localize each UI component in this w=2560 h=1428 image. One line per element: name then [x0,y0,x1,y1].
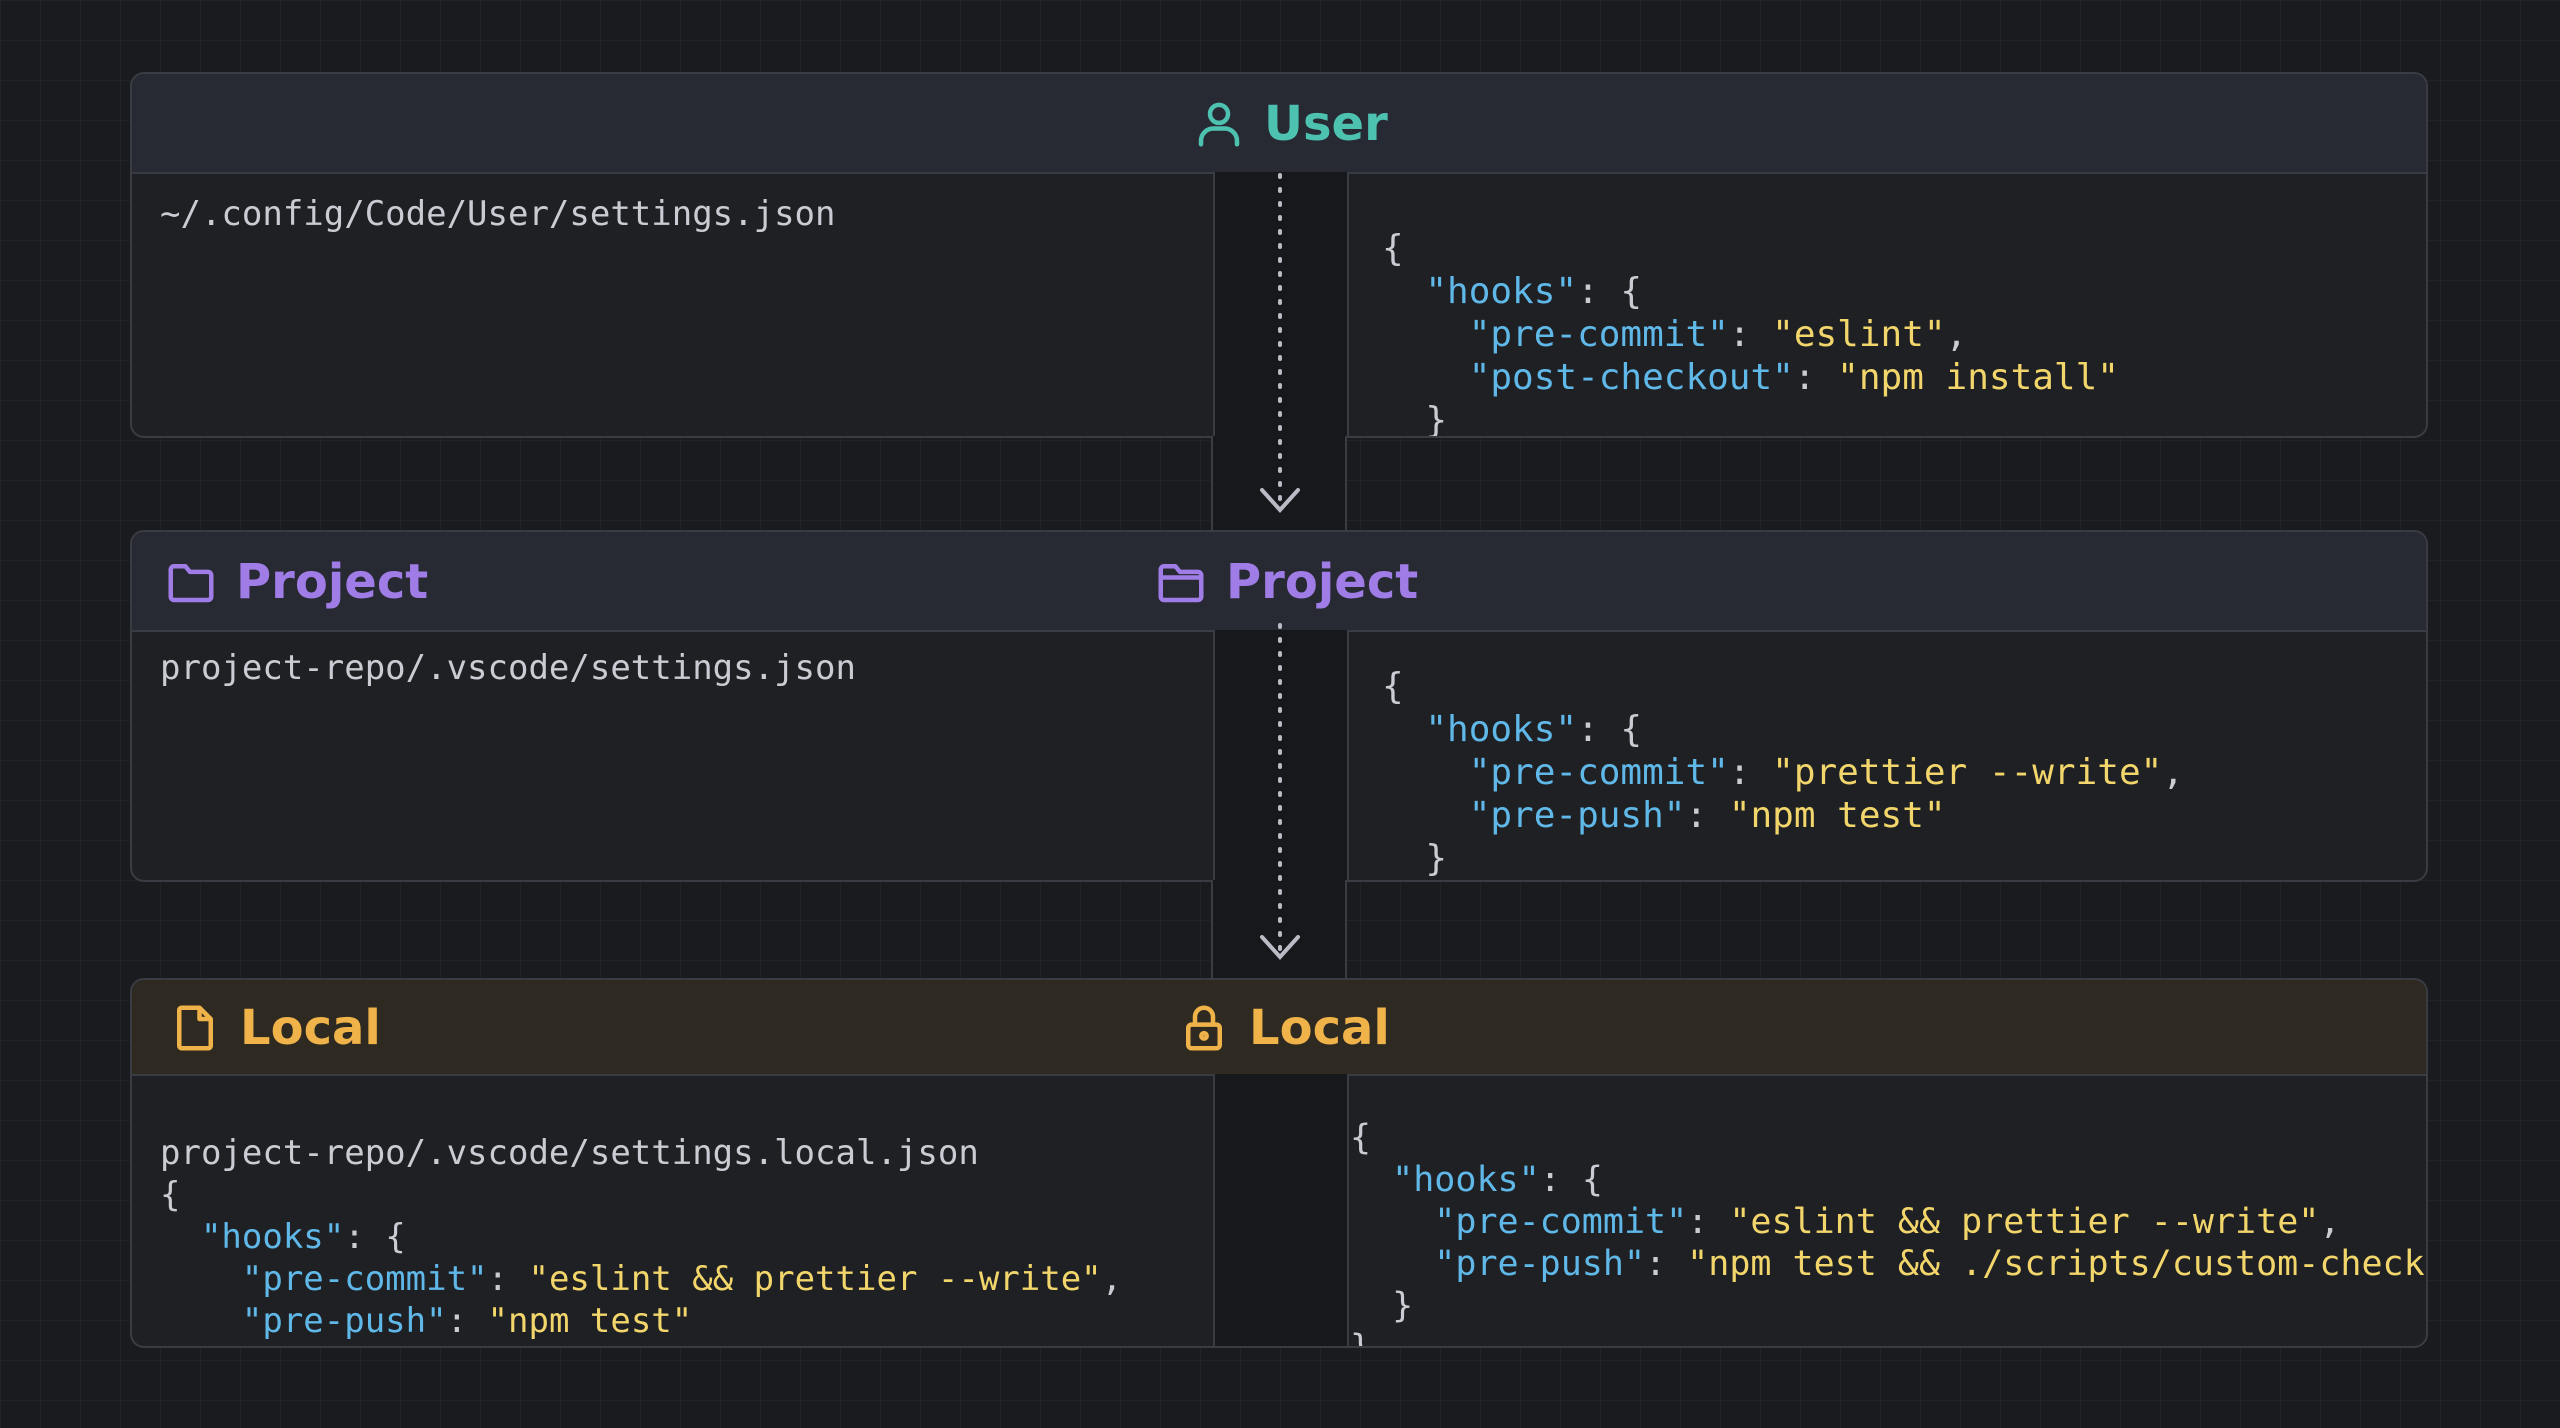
local-layer-header: Local Local [132,980,2426,1076]
local-layer-title-left: Local [168,980,381,1076]
folder-icon [1158,564,1204,603]
project-settings-path: project-repo/.vscode/settings.json [160,648,856,688]
local-layer-title-center: Local [1177,980,1390,1076]
project-layer-panel: Project Project project-repo/.vscode/set… [130,530,2428,882]
local-settings-path: project-repo/.vscode/settings.local.json [160,1133,979,1173]
project-divider-column [1213,630,1349,880]
project-layer-title-center: Project [1154,532,1418,632]
user-layer-title: User [1192,74,1388,174]
merged-settings-json: { "hooks": { "pre-commit": "eslint && pr… [1350,1118,2426,1348]
project-settings-json: { "hooks": { "pre-commit": "prettier --w… [1382,666,2184,879]
user-layer-header: User [132,74,2426,174]
project-layer-header: Project Project [132,532,2426,632]
local-divider-column [1213,1074,1349,1346]
project-layer-title-left: Project [164,532,428,632]
project-local-connector [1211,880,1347,980]
lock-icon [1186,1005,1222,1051]
file-icon [177,1005,213,1051]
local-layer-panel: Local Local project-repo/.vscode/setting… [130,978,2428,1348]
user-settings-json: { "hooks": { "pre-commit": "eslint", "po… [1382,228,2119,438]
user-project-connector [1211,436,1347,532]
user-layer-title-text: User [1264,96,1388,152]
user-layer-panel: User ~/.config/Code/User/settings.json {… [130,72,2428,438]
folder-icon [168,564,214,603]
local-settings-json: project-repo/.vscode/settings.local.json… [160,1133,1123,1346]
user-settings-path: ~/.config/Code/User/settings.json [160,194,836,234]
user-icon [1198,102,1240,147]
user-divider-column [1213,172,1349,436]
